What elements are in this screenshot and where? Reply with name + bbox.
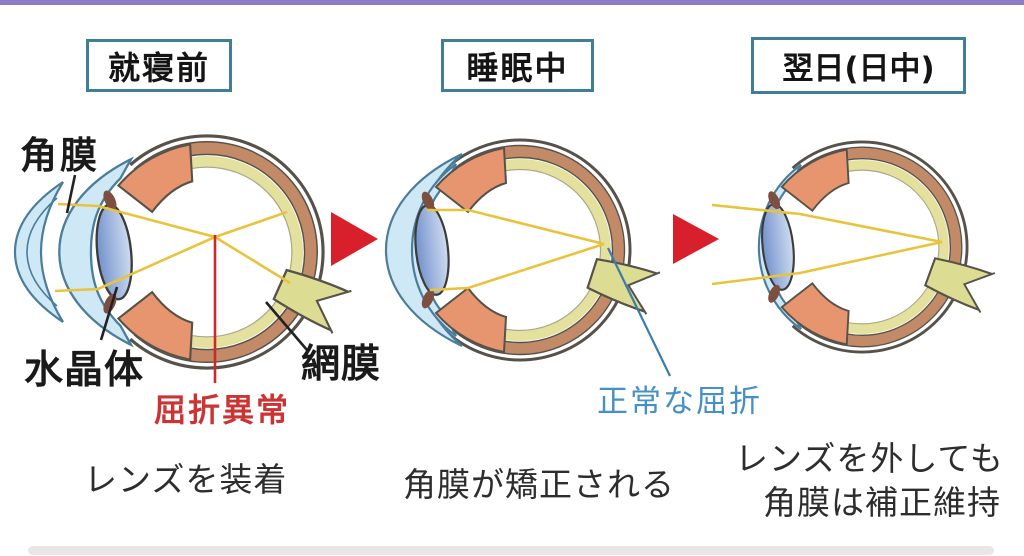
eye2-optic-nerve-fork [626, 271, 661, 315]
arrow-right-icon-1 [331, 212, 378, 266]
eye3-iris-bottom [780, 281, 850, 346]
bottom-shadow-bar [28, 546, 994, 555]
label-cornea: 角膜 [20, 134, 100, 177]
top-accent-bar [0, 0, 1024, 5]
light-ray-before-top [57, 202, 291, 285]
eye1-iris-bottom [116, 290, 194, 361]
light-rays [54, 202, 943, 293]
light-ray-during-bottom [429, 242, 605, 292]
eye-diagram-during [378, 138, 661, 362]
eye3-iris-tip-bottom [768, 284, 781, 303]
light-ray-before-bottom [54, 210, 288, 293]
eye2-iris-top [434, 146, 508, 214]
caption-during: 角膜が矯正される [403, 465, 675, 504]
eye3-optic-nerve-fork [962, 272, 996, 313]
eye1-optic-nerve [272, 268, 352, 334]
cornea-pointer-line [65, 174, 77, 214]
retina-pointer-line [265, 301, 308, 351]
eye-diagram-before [57, 134, 352, 370]
light-ray-after-top [711, 203, 943, 244]
eye3-iris-top [780, 148, 850, 213]
arrow-right-icon-2 [673, 214, 719, 264]
label-crystalline-lens: 水晶体 [24, 348, 145, 393]
stage-title-before: 就寝前 [86, 39, 232, 92]
caption-after-line1: レンズを外しても [735, 439, 1004, 478]
eye2-optic-nerve [586, 257, 661, 315]
stage-title-after-text: 翌日(日中) [782, 51, 935, 87]
label-retina: 網膜 [301, 342, 382, 387]
caption-after-line2: 角膜は補正維持 [763, 483, 1001, 522]
eye1-iris-top [116, 143, 194, 214]
stage-title-after: 翌日(日中) [751, 37, 966, 94]
contact-lens-floating [13, 181, 64, 323]
label-normal-refraction: 正常な屈折 [597, 384, 762, 420]
normal-refraction-pointer-line [607, 247, 671, 377]
eye-diagram-after [726, 140, 996, 354]
crystalline-lens-pointer-line [99, 286, 119, 341]
stage-title-during: 睡眠中 [441, 39, 594, 92]
eye3-iris-tip-top [768, 191, 781, 210]
caption-before: レンズを装着 [84, 460, 288, 499]
label-pointer-lines [65, 174, 308, 351]
eye3-optic-nerve [924, 257, 996, 313]
eye1-iris-tip-top [103, 190, 117, 211]
eye2-iris-tip-bottom [421, 289, 435, 309]
contact-lens-floating-body [13, 181, 64, 323]
eye1-optic-nerve-fork [315, 289, 352, 334]
label-refractive-error: 屈折異常 [154, 391, 291, 429]
stage-title-before-text: 就寝前 [107, 48, 210, 87]
contact-lens-floating-inner-line [26, 197, 58, 307]
light-ray-after-bottom [711, 240, 943, 286]
light-ray-during-top [427, 208, 605, 246]
eye2-iris-tip-top [421, 191, 435, 211]
eye2-iris-bottom [434, 286, 508, 354]
stage-title-during-text: 睡眠中 [466, 48, 569, 87]
